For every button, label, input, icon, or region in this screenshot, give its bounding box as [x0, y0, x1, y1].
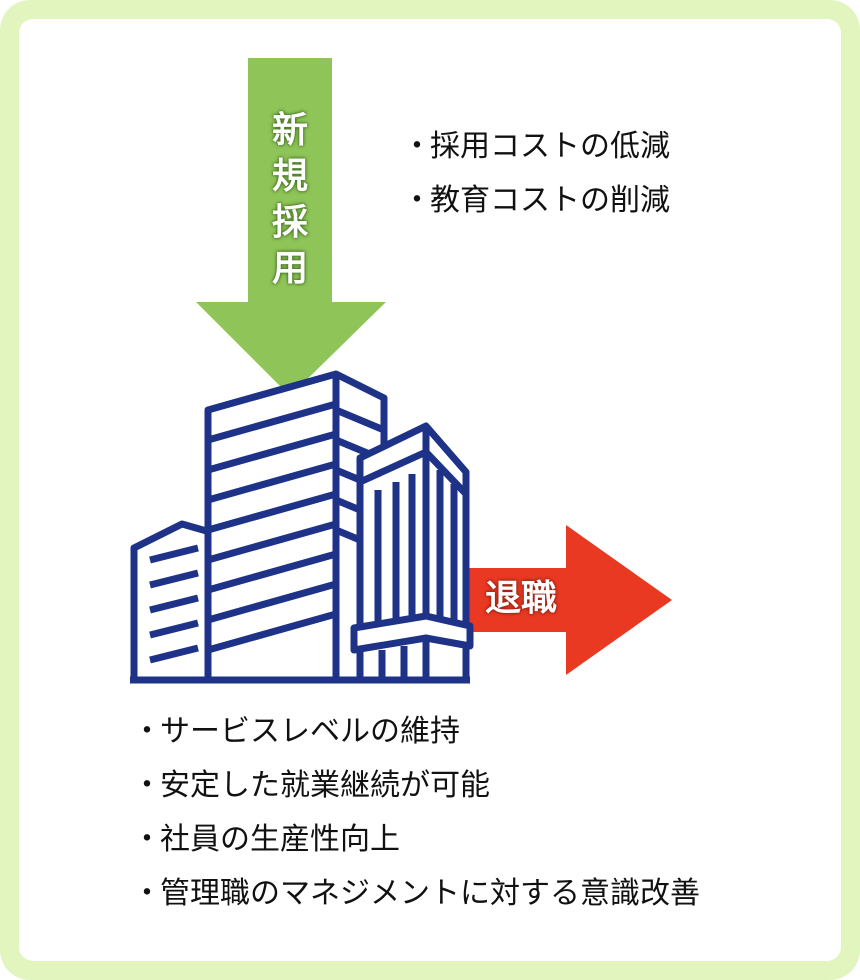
bullet-mark: ・	[132, 822, 162, 857]
list-item-text: 採用コストの低減	[430, 129, 670, 164]
arrow-down-icon	[196, 58, 386, 396]
bullet-mark: ・	[402, 183, 432, 218]
hire-label-char: 用	[271, 248, 308, 289]
list-item: ・社員の生産性向上	[132, 825, 700, 855]
arrow-right-icon	[468, 525, 672, 675]
list-item-text: 管理職のマネジメントに対する意識改善	[160, 876, 700, 911]
bullet-mark: ・	[132, 714, 162, 749]
hire-label-char: 採	[271, 202, 308, 243]
office-building-icon	[130, 370, 474, 684]
hire-label-char: 新	[271, 110, 308, 151]
list-item: ・サービスレベルの維持	[132, 717, 700, 747]
list-item-text: 社員の生産性向上	[160, 822, 400, 857]
bullet-mark: ・	[132, 768, 162, 803]
list-item: ・安定した就業継続が可能	[132, 771, 700, 801]
list-item: ・教育コストの削減	[402, 186, 670, 216]
hire-label-char: 規	[271, 156, 308, 197]
top-benefits-list: ・採用コストの低減 ・教育コストの削減	[402, 132, 670, 240]
bullet-mark: ・	[402, 129, 432, 164]
bottom-benefits-list: ・サービスレベルの維持 ・安定した就業継続が可能 ・社員の生産性向上 ・管理職の…	[132, 717, 700, 933]
exit-arrow-label: 退職	[484, 578, 557, 619]
list-item: ・管理職のマネジメントに対する意識改善	[132, 879, 700, 909]
list-item-text: サービスレベルの維持	[160, 714, 460, 749]
bullet-mark: ・	[132, 876, 162, 911]
list-item-text: 安定した就業継続が可能	[160, 768, 490, 803]
list-item-text: 教育コストの削減	[430, 183, 670, 218]
list-item: ・採用コストの低減	[402, 132, 670, 162]
hire-arrow-label: 新 規 採 用	[262, 108, 318, 292]
